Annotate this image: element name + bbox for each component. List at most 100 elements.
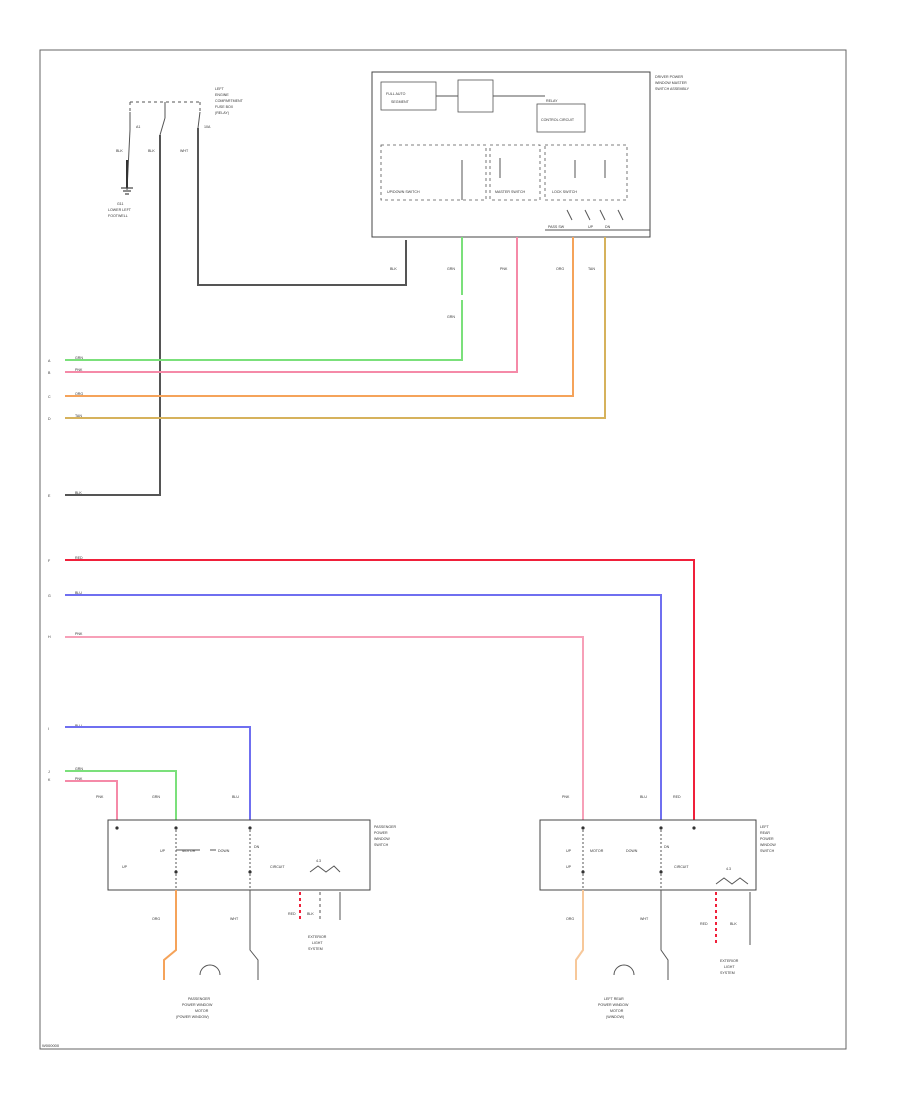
wire-pink <box>65 237 518 373</box>
svg-text:B: B <box>48 371 51 375</box>
svg-text:WINDOW: WINDOW <box>760 843 776 847</box>
fuse-box-name-4: FUSE BOX <box>215 105 234 109</box>
svg-text:WINDOW: WINDOW <box>374 837 390 841</box>
wire-pass-motor-dn <box>249 890 259 980</box>
lock-switch-label: LOCK SWITCH <box>552 190 577 194</box>
fuse-box-name-2: ENGINE <box>215 93 229 97</box>
svg-text:PASSENGER: PASSENGER <box>374 825 397 829</box>
wire-label: PNK <box>75 368 83 372</box>
wire-label: ORG <box>75 392 83 396</box>
wire-label: TAN <box>75 414 82 418</box>
wire-green <box>65 237 463 361</box>
svg-text:LIGHT: LIGHT <box>724 965 735 969</box>
left-edge-labels: A B C D E F G H I J K <box>48 359 51 782</box>
svg-text:UP: UP <box>160 849 166 853</box>
wire-label: BLU <box>640 795 647 799</box>
wire-label: BLK <box>307 912 314 916</box>
svg-text:C: C <box>48 395 51 399</box>
wire-pass-motor-up <box>163 890 177 980</box>
svg-text:PASSENGER: PASSENGER <box>188 997 211 1001</box>
svg-text:J: J <box>48 770 50 774</box>
full-auto-label: FULL AUTO <box>386 92 406 96</box>
svg-text:LEFT REAR: LEFT REAR <box>604 997 624 1001</box>
svg-text:4.3: 4.3 <box>726 867 731 871</box>
wire-label: ORG <box>556 267 564 271</box>
svg-text:POWER WINDOW: POWER WINDOW <box>182 1003 213 1007</box>
segment-label: SEGMENT <box>391 100 410 104</box>
svg-text:E: E <box>48 494 51 498</box>
wire-label: GRN <box>75 767 83 771</box>
fuse-box-name-5: (RELAY) <box>215 111 229 115</box>
svg-text:SYSTEM: SYSTEM <box>308 947 323 951</box>
svg-text:MOTOR: MOTOR <box>182 849 196 853</box>
svg-text:EXTERIOR: EXTERIOR <box>308 935 327 939</box>
master-name-1: DRIVER POWER <box>655 75 684 79</box>
fuse-box: A1 10A LEFT ENGINE COMPARTMENT FUSE BOX … <box>116 87 244 191</box>
ground-code: G11 <box>117 202 124 206</box>
wire-rear-motor-up <box>575 890 584 980</box>
svg-text:MOTOR: MOTOR <box>590 849 604 853</box>
ground-symbol: G11 LOWER LEFT FOOTWELL <box>108 160 133 218</box>
wire-label: ORG <box>152 917 160 921</box>
fuse-rating: 10A <box>204 125 211 129</box>
svg-text:(POWER WINDOW): (POWER WINDOW) <box>176 1015 209 1019</box>
svg-text:CIRCUIT: CIRCUIT <box>270 865 285 869</box>
ground-name-2: FOOTWELL <box>108 214 128 218</box>
wire-label: BLU <box>232 795 239 799</box>
up-down-switch-label: UP/DOWN SWITCH <box>387 190 420 194</box>
rear-light-system: EXTERIOR LIGHT SYSTEM <box>720 959 739 975</box>
svg-text:SYSTEM: SYSTEM <box>720 971 735 975</box>
wire-orange <box>65 237 574 397</box>
master-switch-label: MASTER SWITCH <box>495 190 526 194</box>
wire-label: GRN <box>447 315 455 319</box>
wire-tan <box>65 237 606 419</box>
passenger-motor: PASSENGER POWER WINDOW MOTOR (POWER WIND… <box>176 964 221 1019</box>
wire-label: BLK <box>148 149 155 153</box>
wire-label: WHT <box>640 917 649 921</box>
svg-text:A: A <box>48 359 51 363</box>
wire-blue <box>65 594 662 820</box>
svg-text:LIGHT: LIGHT <box>312 941 323 945</box>
wire-blue-pass <box>65 726 251 820</box>
passenger-light-system: EXTERIOR LIGHT SYSTEM <box>308 935 327 951</box>
diagram-frame <box>39 49 847 1050</box>
svg-text:UP: UP <box>566 865 572 869</box>
svg-text:REAR: REAR <box>760 831 770 835</box>
svg-text:POWER: POWER <box>374 831 388 835</box>
svg-text:(WINDOW): (WINDOW) <box>606 1015 624 1019</box>
svg-text:4.3: 4.3 <box>316 859 321 863</box>
wire-label: GRN <box>75 356 83 360</box>
svg-text:CIRCUIT: CIRCUIT <box>674 865 689 869</box>
wire-rear-motor-dn <box>660 890 669 980</box>
wire-label: GRN <box>447 267 455 271</box>
footer-code: W000000 <box>42 1043 60 1048</box>
wire-label: PNK <box>75 777 83 781</box>
wire-label: RED <box>288 912 296 916</box>
wire-label: WHT <box>230 917 239 921</box>
wire-label: BLK <box>730 922 737 926</box>
fuse-box-name-3: COMPARTMENT <box>215 99 244 103</box>
wire-label: PNK <box>500 267 508 271</box>
svg-text:MOTOR: MOTOR <box>195 1009 209 1013</box>
svg-text:G: G <box>48 594 51 598</box>
svg-text:SWITCH: SWITCH <box>760 849 775 853</box>
pass-sw-label: PASS SW <box>548 225 565 229</box>
dn-pin-label: DN <box>605 225 611 229</box>
wire-label: PNK <box>562 795 570 799</box>
wire-label: BLK <box>390 267 397 271</box>
wire-label: ORG <box>566 917 574 921</box>
svg-text:F: F <box>48 559 51 563</box>
wire-green-pass <box>65 770 177 820</box>
svg-text:SWITCH: SWITCH <box>374 843 389 847</box>
svg-text:DOWN: DOWN <box>626 849 638 853</box>
svg-text:POWER WINDOW: POWER WINDOW <box>598 1003 629 1007</box>
passenger-window-switch: PASSENGER POWER WINDOW SWITCH UP MOTOR D… <box>107 819 397 891</box>
wire-gray <box>65 135 161 496</box>
ground-name-1: LOWER LEFT <box>108 208 132 212</box>
wire-label: PNK <box>75 632 83 636</box>
control-circuit-label: CONTROL CIRCUIT <box>541 118 575 122</box>
svg-text:LEFT: LEFT <box>760 825 770 829</box>
svg-text:D: D <box>48 417 51 421</box>
wire-label: WHT <box>180 149 189 153</box>
svg-text:H: H <box>48 635 51 639</box>
